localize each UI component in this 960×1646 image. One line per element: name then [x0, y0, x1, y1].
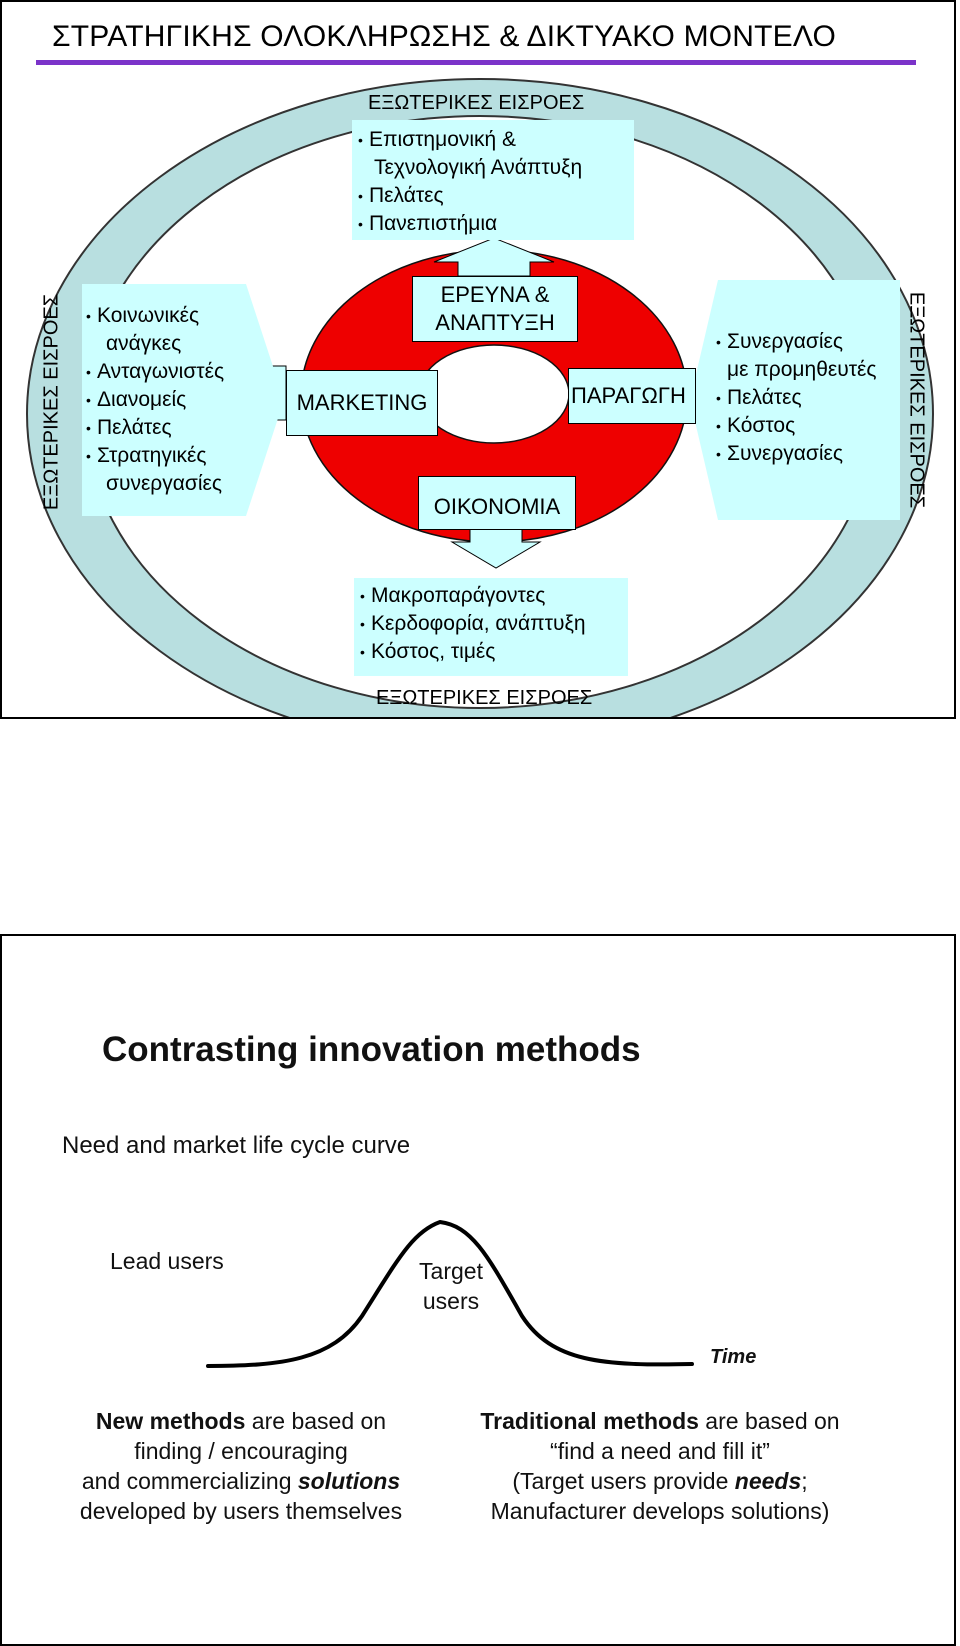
external-inputs-left: ΕΞΩΤΕΡΙΚΕΣ ΕΙΣΡΟΕΣ	[40, 293, 63, 511]
top-inputs-box: Επιστημονική & Τεχνολογική Ανάπτυξη Πελά…	[352, 120, 634, 240]
arrow-up	[433, 237, 555, 277]
traditional-methods-line3: (Target users provide needs;	[512, 1468, 808, 1494]
external-inputs-top: ΕΞΩΤΕΡΙΚΕΣ ΕΙΣΡΟΕΣ	[368, 92, 585, 114]
rd-label-line2: ΑΝΑΠΤΥΞΗ	[435, 310, 555, 335]
new-methods-line4: developed by users themselves	[79, 1498, 403, 1524]
finance-label: ΟΙΚΟΝΟΜΙΑ	[433, 494, 561, 519]
left-inputs-box: Κοινωνικές ανάγκες Ανταγωνιστές Διανομεί…	[86, 302, 256, 498]
left-input-item-cont: συνεργασίες	[106, 472, 223, 495]
new-methods-line3: and commercializing solutions	[81, 1468, 401, 1494]
lead-users-label: Lead users	[110, 1248, 224, 1274]
right-input-item: Συνεργασίες	[716, 328, 916, 356]
slide-innovation-methods: Contrasting innovation methods Need and …	[0, 934, 956, 1646]
left-input-item-cont: ανάγκες	[106, 332, 182, 355]
traditional-methods-line1: Traditional methods are based on	[480, 1408, 840, 1434]
left-input-item: Διανομείς	[86, 386, 256, 414]
right-input-item: Συνεργασίες	[716, 440, 916, 468]
traditional-methods-line4: Manufacturer develops solutions)	[490, 1498, 830, 1524]
bottom-input-item: Κερδοφορία, ανάπτυξη	[360, 610, 624, 638]
finance-function-box: ΟΙΚΟΝΟΜΙΑ	[418, 476, 576, 530]
production-function-box: ΠΑΡΑΓΩΓΗ	[568, 368, 696, 424]
slide-title: ΣΤΡΑΤΗΓΙΚΗΣ ΟΛΟΚΛΗΡΩΣΗΣ & ΔΙΚΤΥΑΚΟ ΜΟΝΤΕ…	[52, 20, 837, 53]
rd-function-box: ΕΡΕΥΝΑ & ΑΝΑΠΤΥΞΗ	[412, 276, 578, 342]
left-input-item: Στρατηγικές	[86, 442, 256, 470]
target-users-line1: Target	[419, 1258, 483, 1284]
bottom-inputs-box: Μακροπαράγοντες Κερδοφορία, ανάπτυξη Κόσ…	[354, 578, 628, 676]
external-inputs-right: ΕΞΩΤΕΡΙΚΕΣ ΕΙΣΡΟΕΣ	[905, 291, 928, 509]
slide-title: Contrasting innovation methods	[102, 1030, 641, 1069]
right-input-item: Κόστος	[716, 412, 916, 440]
right-input-item: Πελάτες	[716, 384, 916, 412]
traditional-methods-line2: “find a need and fill it”	[550, 1438, 770, 1464]
time-axis-label: Time	[710, 1346, 757, 1368]
target-users-label: Target users	[406, 1256, 496, 1316]
marketing-label: MARKETING	[296, 390, 428, 415]
traditional-methods-paragraph: Traditional methods are based on “find a…	[450, 1406, 870, 1526]
left-input-item: Ανταγωνιστές	[86, 358, 256, 386]
top-input-item: Πανεπιστήμια	[358, 210, 630, 238]
marketing-function-box: MARKETING	[286, 370, 438, 436]
external-inputs-bottom: ΕΞΩΤΕΡΙΚΕΣ ΕΙΣΡΟΕΣ	[376, 687, 593, 709]
curve-subtitle: Need and market life cycle curve	[62, 1132, 411, 1159]
slide-strategic-integration: ΣΤΡΑΤΗΓΙΚΗΣ ΟΛΟΚΛΗΡΩΣΗΣ & ΔΙΚΤΥΑΚΟ ΜΟΝΤΕ…	[0, 0, 956, 719]
title-underline	[36, 60, 916, 65]
bottom-input-item: Μακροπαράγοντες	[360, 582, 624, 610]
left-input-item: Πελάτες	[86, 414, 256, 442]
bottom-input-item: Κόστος, τιμές	[360, 638, 624, 666]
production-label: ΠΑΡΑΓΩΓΗ	[571, 383, 686, 408]
new-methods-line2: finding / encouraging	[134, 1438, 348, 1464]
right-inputs-box: Συνεργασίες με προμηθευτές Πελάτες Κόστο…	[716, 328, 916, 468]
life-cycle-curve	[206, 1219, 694, 1368]
bell-curve	[206, 1219, 694, 1368]
top-input-item: Πελάτες	[358, 182, 630, 210]
left-input-item: Κοινωνικές	[86, 302, 256, 330]
target-users-line2: users	[422, 1288, 480, 1314]
top-input-item: Επιστημονική &	[358, 126, 630, 154]
top-input-item-cont: Τεχνολογική Ανάπτυξη	[374, 156, 583, 179]
core-hole	[418, 344, 570, 444]
right-input-item-cont: με προμηθευτές	[727, 358, 877, 381]
rd-label-line1: ΕΡΕΥΝΑ &	[440, 282, 550, 307]
new-methods-paragraph: New methods are based on finding / encou…	[60, 1406, 422, 1526]
new-methods-line1: New methods are based on	[95, 1408, 387, 1434]
arrow-down	[450, 527, 542, 569]
